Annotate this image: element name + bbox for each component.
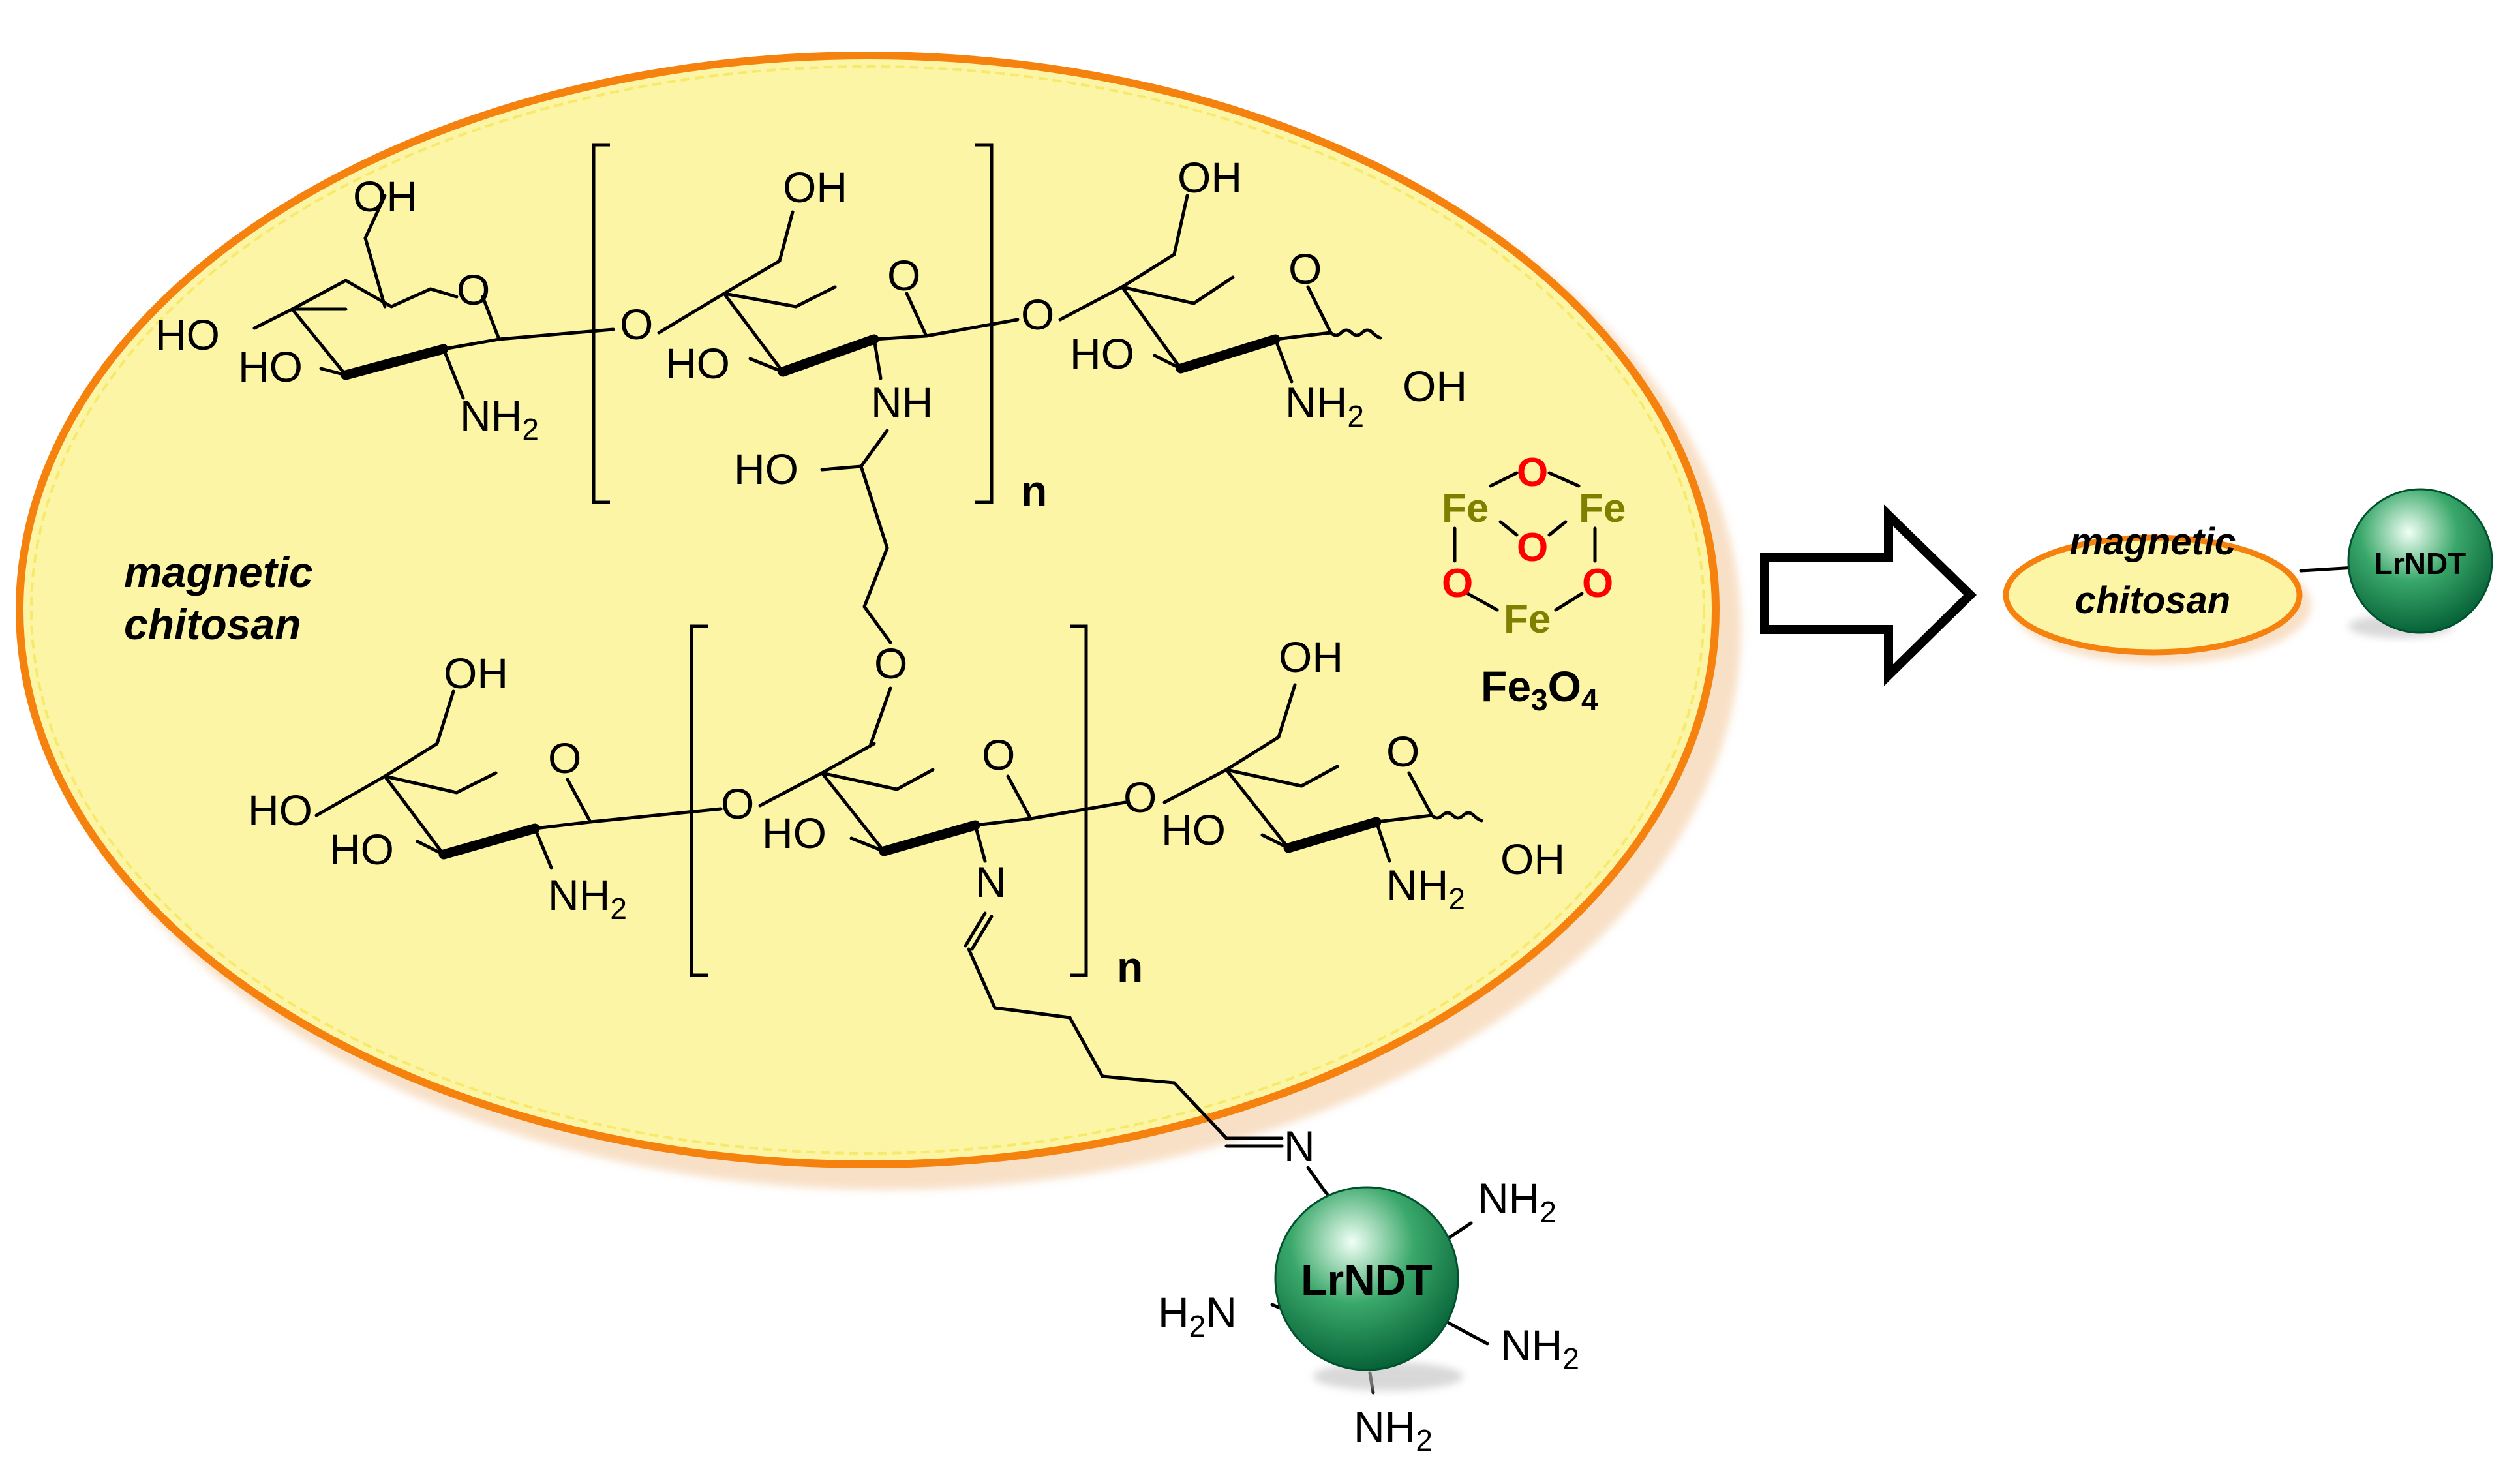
fe3o4-formula: Fe3O4 [1481,662,1598,717]
magnetic-chitosan-label: magnetic chitosan [124,548,313,648]
oh-label: OH [1177,153,1242,202]
oh-label: OH [1403,362,1467,410]
ho-label: HO [1070,329,1134,378]
small-magnetic-chitosan-particle [2003,534,2303,656]
lrndt-label: LrNDT [1301,1256,1433,1304]
hydroxy-propyl-ether-linker [820,464,892,746]
nh2-label: NH2 [1478,1174,1556,1229]
ho-label: HO [155,310,220,359]
oh-label: OH [353,172,417,220]
oh-label: OH [444,649,508,697]
glutaraldehyde-linker [967,947,1326,1192]
ring-oxygen-label: O [1386,727,1419,776]
glycosidic-oxygen-label: O [1123,773,1157,821]
ring-oxygen-label: O [1288,245,1322,293]
green-sphere-icon [2347,488,2493,634]
nh2-label: NH2 [460,391,539,446]
glucosamine-ring-1 [252,194,615,400]
glucosamine-ring-5 [758,742,1127,951]
oxygen-atom: O [1517,525,1548,570]
small-lrndt-label: LrNDT [2375,547,2467,581]
nh2-label: NH2 [548,871,627,926]
glucosamine-ring-6 [1162,683,1483,863]
ring-oxygen-label: O [887,251,920,299]
glycosidic-oxygen-label: O [1021,290,1054,339]
ho-label: HO [762,809,827,857]
oh-label: OH [783,163,847,211]
green-sphere-icon [1274,1186,1459,1371]
nh2-label: NH2 [1285,378,1364,433]
small-chitosan-label: chitosan [2075,579,2231,622]
iron-atom: Fe [1442,486,1489,531]
glycosidic-oxygen-label: O [620,300,653,348]
hollow-right-arrow-icon [1760,504,1977,686]
iron-atom: Fe [1504,597,1551,642]
ether-oxygen-label: O [874,639,907,688]
svg-text:magnetic: magnetic [124,548,313,596]
ho-label: HO [329,825,394,873]
ho-label: HO [248,786,312,834]
iron-atom: Fe [1579,486,1626,531]
ho-label: HO [238,342,303,391]
oh-label: OH [1500,835,1565,883]
nh2-label: NH2 [1386,861,1465,916]
repeat-n-label: n [1021,466,1047,515]
oh-label: OH [1279,633,1343,681]
glucosamine-ring-4 [314,689,723,870]
oxygen-atom: O [1442,561,1473,606]
repeat-n-label: n [1117,943,1143,991]
imine-n-label: N [975,858,1007,906]
small-magnetic-label: magnetic [2070,521,2236,563]
glycosidic-oxygen-label: O [721,780,754,828]
ring-oxygen-label: O [457,265,490,314]
imine-n-label: N [1284,1122,1315,1170]
catalyst-schematic: magnetic chitosan LrNDT [2003,488,2493,664]
lrndt-particle: LrNDT NH2 H2N NH2 NH2 [1158,1174,1579,1457]
fe3o4-cluster: O Fe Fe O O O Fe Fe3O4 [1442,450,1626,717]
glucosamine-ring-3 [1058,194,1382,384]
oxygen-atom: O [1517,450,1548,495]
nh2-label: NH2 [1354,1402,1433,1457]
ho-label: HO [734,445,798,493]
ring-oxygen-label: O [982,731,1015,779]
ho-label: HO [1161,806,1226,854]
oxygen-atom: O [1582,561,1613,606]
glucosamine-ring-2 [657,210,1020,468]
top-chitosan-chain: OH O HO HO NH2 O n OH O HO NH [155,143,1467,746]
bottom-chitosan-chain: OH O HO HO NH2 O n O HO N [248,624,1565,1192]
svg-text:chitosan: chitosan [124,600,301,648]
ho-label: HO [665,339,730,387]
repeat-bracket-left [592,143,610,504]
repeat-bracket-right [1070,624,1088,977]
ring-oxygen-label: O [548,734,581,782]
repeat-bracket-left [690,624,708,977]
nh2-label: NH2 [1500,1321,1579,1376]
h2n-label: H2N [1158,1288,1237,1343]
nh-label: NH [871,378,933,427]
